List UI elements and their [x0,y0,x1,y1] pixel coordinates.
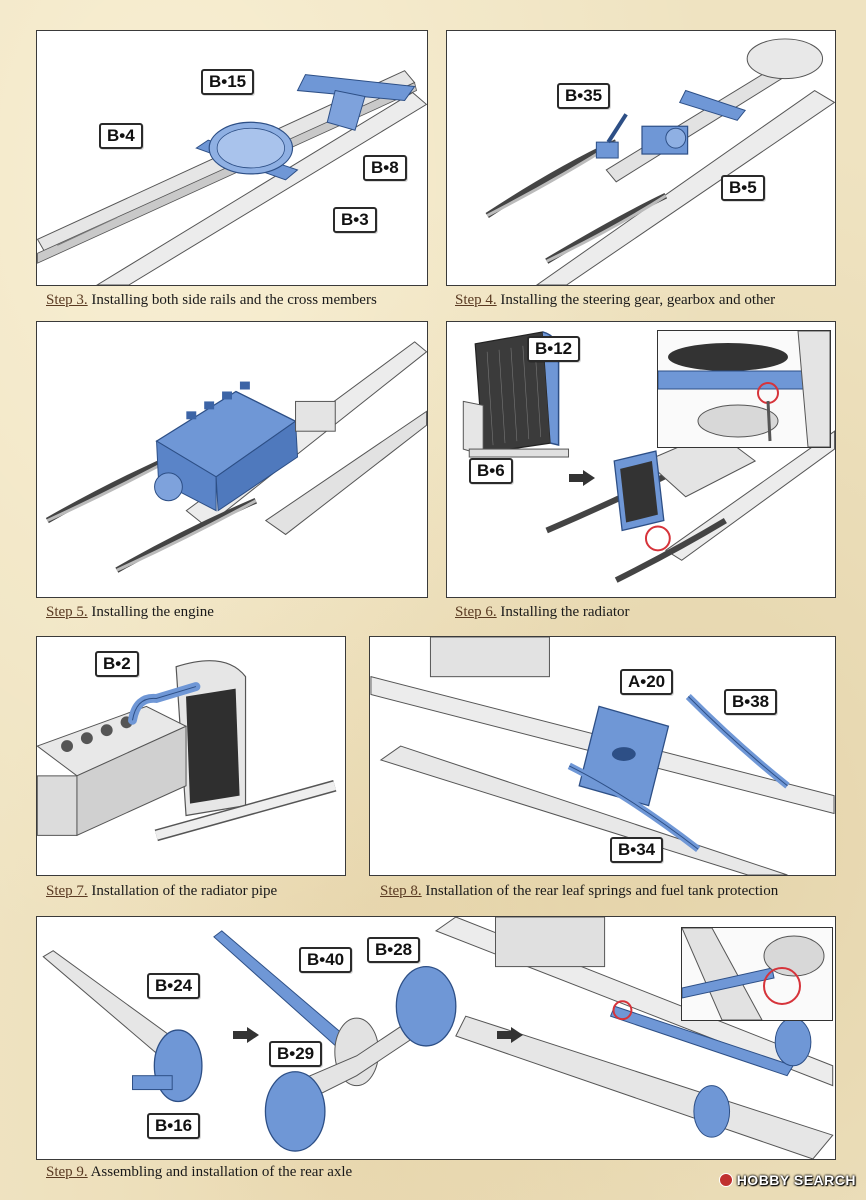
step-6-text: Installing the radiator [496,604,630,620]
step-7-label: Step 7. [46,883,88,899]
step-7-caption: Step 7. Installation of the radiator pip… [46,883,277,900]
callout-b28: B•28 [367,937,421,963]
watermark: HOBBY SEARCH [718,1172,856,1188]
watermark-text: HOBBY SEARCH [736,1172,856,1188]
callout-b15: B•15 [201,69,255,95]
step-4-label: Step 4. [455,292,497,308]
detail-illustration [658,331,830,447]
step-7-text: Installation of the radiator pipe [87,883,278,899]
step-4-illustration [485,38,835,285]
step-9-illustration [42,917,834,1159]
callout-b8: B•8 [363,155,407,181]
step-5-panel [36,321,428,598]
detail-illustration [682,928,832,1020]
callout-b40: B•40 [299,947,353,973]
step-8-label: Step 8. [380,883,422,899]
step-9-panel: B•24 B•40 B•28 B•29 B•16 [36,916,836,1160]
callout-b4: B•4 [99,123,143,149]
callout-b38: B•38 [724,689,778,715]
step-6-detail-inset [657,330,831,448]
arrow-icon [497,1027,523,1043]
callout-b5: B•5 [721,175,765,201]
hobby-search-logo-icon [718,1173,733,1187]
callout-b16: B•16 [147,1113,201,1139]
callout-b2: B•2 [95,651,139,677]
step-6-label: Step 6. [455,604,497,620]
step-4-caption: Step 4. Installing the steering gear, ge… [455,292,775,309]
step-3-panel: B•15 B•4 B•8 B•3 [36,30,428,286]
step-6-panel: B•12 B•6 [446,321,836,598]
callout-b34: B•34 [610,837,664,863]
step-9-label: Step 9. [46,1164,88,1180]
step-8-panel: A•20 B•38 B•34 [369,636,836,876]
arrow-icon [233,1027,259,1043]
step-3-text: Installing both side rails and the cross… [87,292,377,308]
step-3-label: Step 3. [46,292,88,308]
step-5-text: Installing the engine [87,604,214,620]
step-6-illustration [462,331,835,583]
step-3-illustration [37,70,427,285]
step-3-caption: Step 3. Installing both side rails and t… [46,292,377,309]
step-4-panel: B•35 B•5 [446,30,836,286]
callout-b3: B•3 [333,207,377,233]
step-4-text: Installing the steering gear, gearbox an… [496,292,776,308]
step-9-text: Assembling and installation of the rear … [87,1164,353,1180]
callout-b29: B•29 [269,1041,323,1067]
callout-b24: B•24 [147,973,201,999]
step-8-illustration [370,637,835,875]
callout-b35: B•35 [557,83,611,109]
step-8-text: Installation of the rear leaf springs an… [421,883,779,899]
step-7-illustration [37,660,337,842]
step-5-label: Step 5. [46,604,88,620]
step-9-detail-inset [681,927,833,1021]
step-9-caption: Step 9. Assembling and installation of t… [46,1164,352,1181]
step-7-panel: B•2 [36,636,346,876]
step-5-caption: Step 5. Installing the engine [46,604,214,621]
callout-a20: A•20 [620,669,674,695]
step-5-illustration [45,341,427,573]
callout-b6: B•6 [469,458,513,484]
arrow-icon [569,470,595,486]
step-8-caption: Step 8. Installation of the rear leaf sp… [380,883,778,900]
callout-b12: B•12 [527,336,581,362]
step-6-caption: Step 6. Installing the radiator [455,604,630,621]
